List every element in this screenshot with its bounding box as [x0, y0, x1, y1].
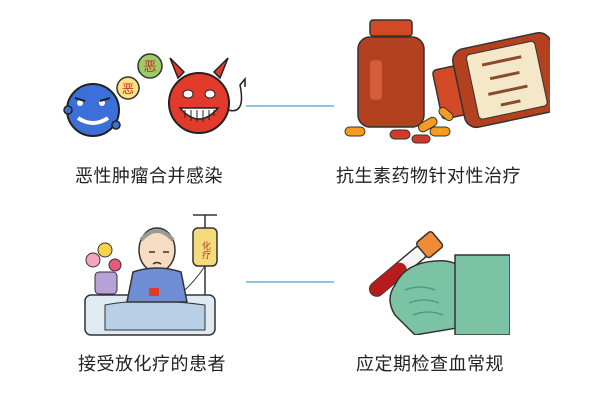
connector-line-bottom [246, 281, 334, 283]
caption-chemo-patient: 接受放化疗的患者 [78, 354, 226, 375]
blood-test-illustration [335, 215, 511, 336]
patient [126, 227, 188, 303]
bubble-text-1: 恶 [143, 60, 156, 75]
antibiotic-illustration [340, 15, 564, 145]
blue-germ [63, 83, 121, 137]
evil-bubble-green: 恶 [137, 53, 163, 79]
evil-bubble-yellow: 恶 [116, 76, 140, 100]
gloved-hand [389, 254, 511, 336]
red-devil [168, 57, 246, 134]
flower-vase [85, 242, 122, 295]
caption-antibiotic-treatment: 抗生素药物针对性治疗 [336, 166, 521, 187]
blood-tube [368, 231, 444, 297]
tipped-bottle [432, 32, 564, 129]
patient-illustration: 化疗 [75, 210, 230, 340]
caption-malignant-tumor-infection: 恶性肿瘤合并感染 [75, 166, 223, 187]
infection-illustration: 恶 恶 [50, 30, 250, 140]
hospital-bed [84, 294, 216, 336]
iv-drip: 化疗 [159, 214, 218, 310]
pills [344, 106, 454, 144]
standing-bottle [357, 19, 425, 128]
connector-line-top [246, 105, 334, 107]
caption-blood-routine-check: 应定期检查血常规 [356, 354, 504, 375]
bubble-text-2: 恶 [122, 82, 134, 96]
iv-bag-label: 化疗 [200, 240, 211, 260]
